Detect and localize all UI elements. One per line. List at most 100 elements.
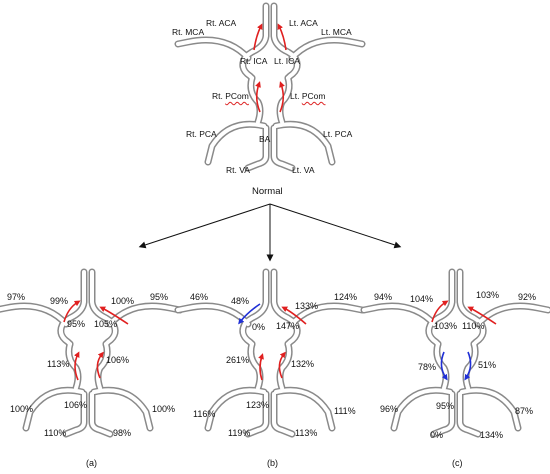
label-rt-mca: Rt. MCA bbox=[172, 27, 205, 37]
connector-arrow-a bbox=[138, 203, 271, 249]
panel-c-lt-pca: 87% bbox=[515, 406, 534, 416]
vessel-lumen-aca-right bbox=[244, 270, 268, 324]
panel-c-lt-va: 134% bbox=[480, 430, 504, 440]
vessel-lumen-pcom-right bbox=[248, 76, 262, 124]
panel-b-lt-aca: 133% bbox=[295, 301, 319, 311]
panel-a-rt-aca: 99% bbox=[50, 296, 69, 306]
vessel-lumen-ba-left bbox=[90, 392, 112, 436]
vessel-lumen-mca-left bbox=[290, 38, 364, 60]
panel-a-caption: (a) bbox=[86, 458, 97, 468]
panel-a-lt-ica: 105% bbox=[94, 319, 118, 329]
panel-a-rt-pca: 100% bbox=[10, 404, 34, 414]
flow-rt-pcom-arrow bbox=[255, 81, 261, 113]
label-lt-aca: Lt. ACA bbox=[289, 18, 318, 28]
vessel-lumen-mca-left bbox=[108, 304, 182, 326]
panel-c-rt-ica: 103% bbox=[434, 321, 458, 331]
vessel-lumen-ba-left bbox=[272, 126, 294, 170]
connector-arrows bbox=[138, 203, 402, 262]
panel-b-lt-ica: 147% bbox=[276, 321, 300, 331]
vessel-lumen-mca-right bbox=[176, 38, 250, 60]
panel-a-rt-pcom: 113% bbox=[47, 359, 70, 369]
label-rt-va: Rt. VA bbox=[226, 165, 250, 175]
vessel-lumen-aca-left bbox=[90, 270, 114, 324]
label-rt-pcom-word: PCom bbox=[225, 91, 249, 101]
panel-b-rt-va: 119% bbox=[228, 428, 251, 438]
vessel-lumen-pcom-right bbox=[248, 342, 262, 390]
vessel-lumen-ba-left bbox=[458, 392, 480, 436]
flow-rt-pcom-arrow bbox=[73, 351, 80, 381]
vessel-lumen-mca-right bbox=[0, 304, 68, 326]
panel-c-rt-va: 0% bbox=[430, 430, 444, 440]
vessel-lumen-pca-left bbox=[274, 122, 334, 164]
diagram-a bbox=[0, 268, 184, 438]
vessel-lumen-pca-right bbox=[206, 388, 266, 430]
flow-rt-pcom-arrow bbox=[440, 351, 448, 381]
panel-b-rt-mca: 46% bbox=[190, 292, 209, 302]
vessel-lumen-aca-right bbox=[62, 270, 86, 324]
vessel-lumen-pca-left bbox=[92, 388, 152, 430]
panel-a-lt-mca: 95% bbox=[150, 292, 169, 302]
panel-a-lt-aca: 100% bbox=[111, 296, 135, 306]
flow-lt-aca-arrow bbox=[281, 306, 307, 325]
panel-c-lt-ica: 110% bbox=[462, 321, 485, 331]
vessel-lumen-pcom-left bbox=[278, 342, 292, 390]
vessel-lumen-pcom-right bbox=[66, 342, 80, 390]
vessel-lumen-pca-right bbox=[24, 388, 84, 430]
flow-lt-pcom-arrow bbox=[278, 351, 286, 379]
panel-c-lt-mca: 92% bbox=[518, 292, 537, 302]
panel-c-rt-mca: 94% bbox=[374, 292, 393, 302]
label-rt-pca: Rt. PCA bbox=[186, 129, 217, 139]
connector-arrow-c bbox=[269, 203, 402, 249]
vessel-lumen-ica-left bbox=[286, 320, 300, 346]
label-lt-pcom-prefix: Lt. bbox=[290, 91, 302, 101]
flow-rt-aca-arrow bbox=[238, 303, 261, 325]
vessel-lumen-pcom-left bbox=[464, 342, 478, 390]
vessel-lumen-ba-right bbox=[432, 392, 454, 436]
flow-rt-aca-arrow bbox=[431, 300, 449, 323]
panel-b-lt-pca: 111% bbox=[334, 406, 356, 416]
panel-b-lt-va: 113% bbox=[295, 428, 318, 438]
vessel-lumen-ica-right bbox=[240, 320, 254, 346]
flow-lt-aca-arrow bbox=[277, 23, 287, 51]
vessel-lumen-ica-right bbox=[58, 320, 72, 346]
label-rt-aca: Rt. ACA bbox=[206, 18, 237, 28]
panel-a-lt-pca: 100% bbox=[152, 404, 176, 414]
vessel-lumen-mca-left bbox=[290, 304, 364, 326]
vessel-lumen-aca-left bbox=[272, 270, 296, 324]
panel-c-lt-pcom: 51% bbox=[478, 360, 497, 370]
vessel-lumen-pcom-left bbox=[278, 76, 292, 124]
vessel-lumen-ica-left bbox=[286, 54, 300, 80]
vessel-lumen-ba-right bbox=[246, 126, 268, 170]
panel-b-lt-mca: 124% bbox=[334, 292, 358, 302]
normal-title: Normal bbox=[252, 186, 283, 197]
diagram-c bbox=[360, 268, 550, 438]
panel-b-caption: (b) bbox=[267, 458, 278, 468]
panel-b-lt-pcom: 132% bbox=[291, 359, 315, 369]
flow-lt-aca-arrow bbox=[99, 306, 129, 325]
vessel-lumen-pca-right bbox=[206, 122, 266, 164]
panel-a-lt-pcom: 106% bbox=[106, 355, 130, 365]
panel-b-rt-pcom: 261% bbox=[226, 355, 250, 365]
label-rt-ica: Rt. ICA bbox=[240, 56, 268, 66]
vessel-lumen-ba-right bbox=[246, 392, 268, 436]
vessel-lumen-pcom-right bbox=[434, 342, 448, 390]
flow-rt-pcom-arrow bbox=[258, 353, 264, 381]
label-lt-pca: Lt. PCA bbox=[323, 129, 353, 139]
vessel-lumen-mca-left bbox=[476, 304, 550, 326]
panel-b-ba: 123% bbox=[246, 400, 270, 410]
label-ba: BA bbox=[259, 134, 271, 144]
flow-rt-aca-arrow bbox=[253, 23, 263, 51]
label-rt-pcom-prefix: Rt. bbox=[212, 91, 226, 101]
label-lt-pcom-word: PCom bbox=[301, 91, 326, 101]
panel-c-rt-aca: 104% bbox=[410, 294, 434, 304]
flow-lt-pcom-arrow bbox=[279, 81, 285, 113]
vessel-lumen-aca-left bbox=[458, 270, 482, 324]
diagram-normal bbox=[174, 2, 366, 172]
panel-a-ba: 106% bbox=[64, 400, 88, 410]
panel-b-rt-ica: 0% bbox=[252, 322, 266, 332]
flow-rt-aca-arrow bbox=[63, 300, 81, 323]
vessel-lumen-pca-right bbox=[392, 388, 452, 430]
label-lt-ica: Lt. ICA bbox=[274, 56, 300, 66]
panel-a-rt-ica: 95% bbox=[67, 319, 86, 329]
